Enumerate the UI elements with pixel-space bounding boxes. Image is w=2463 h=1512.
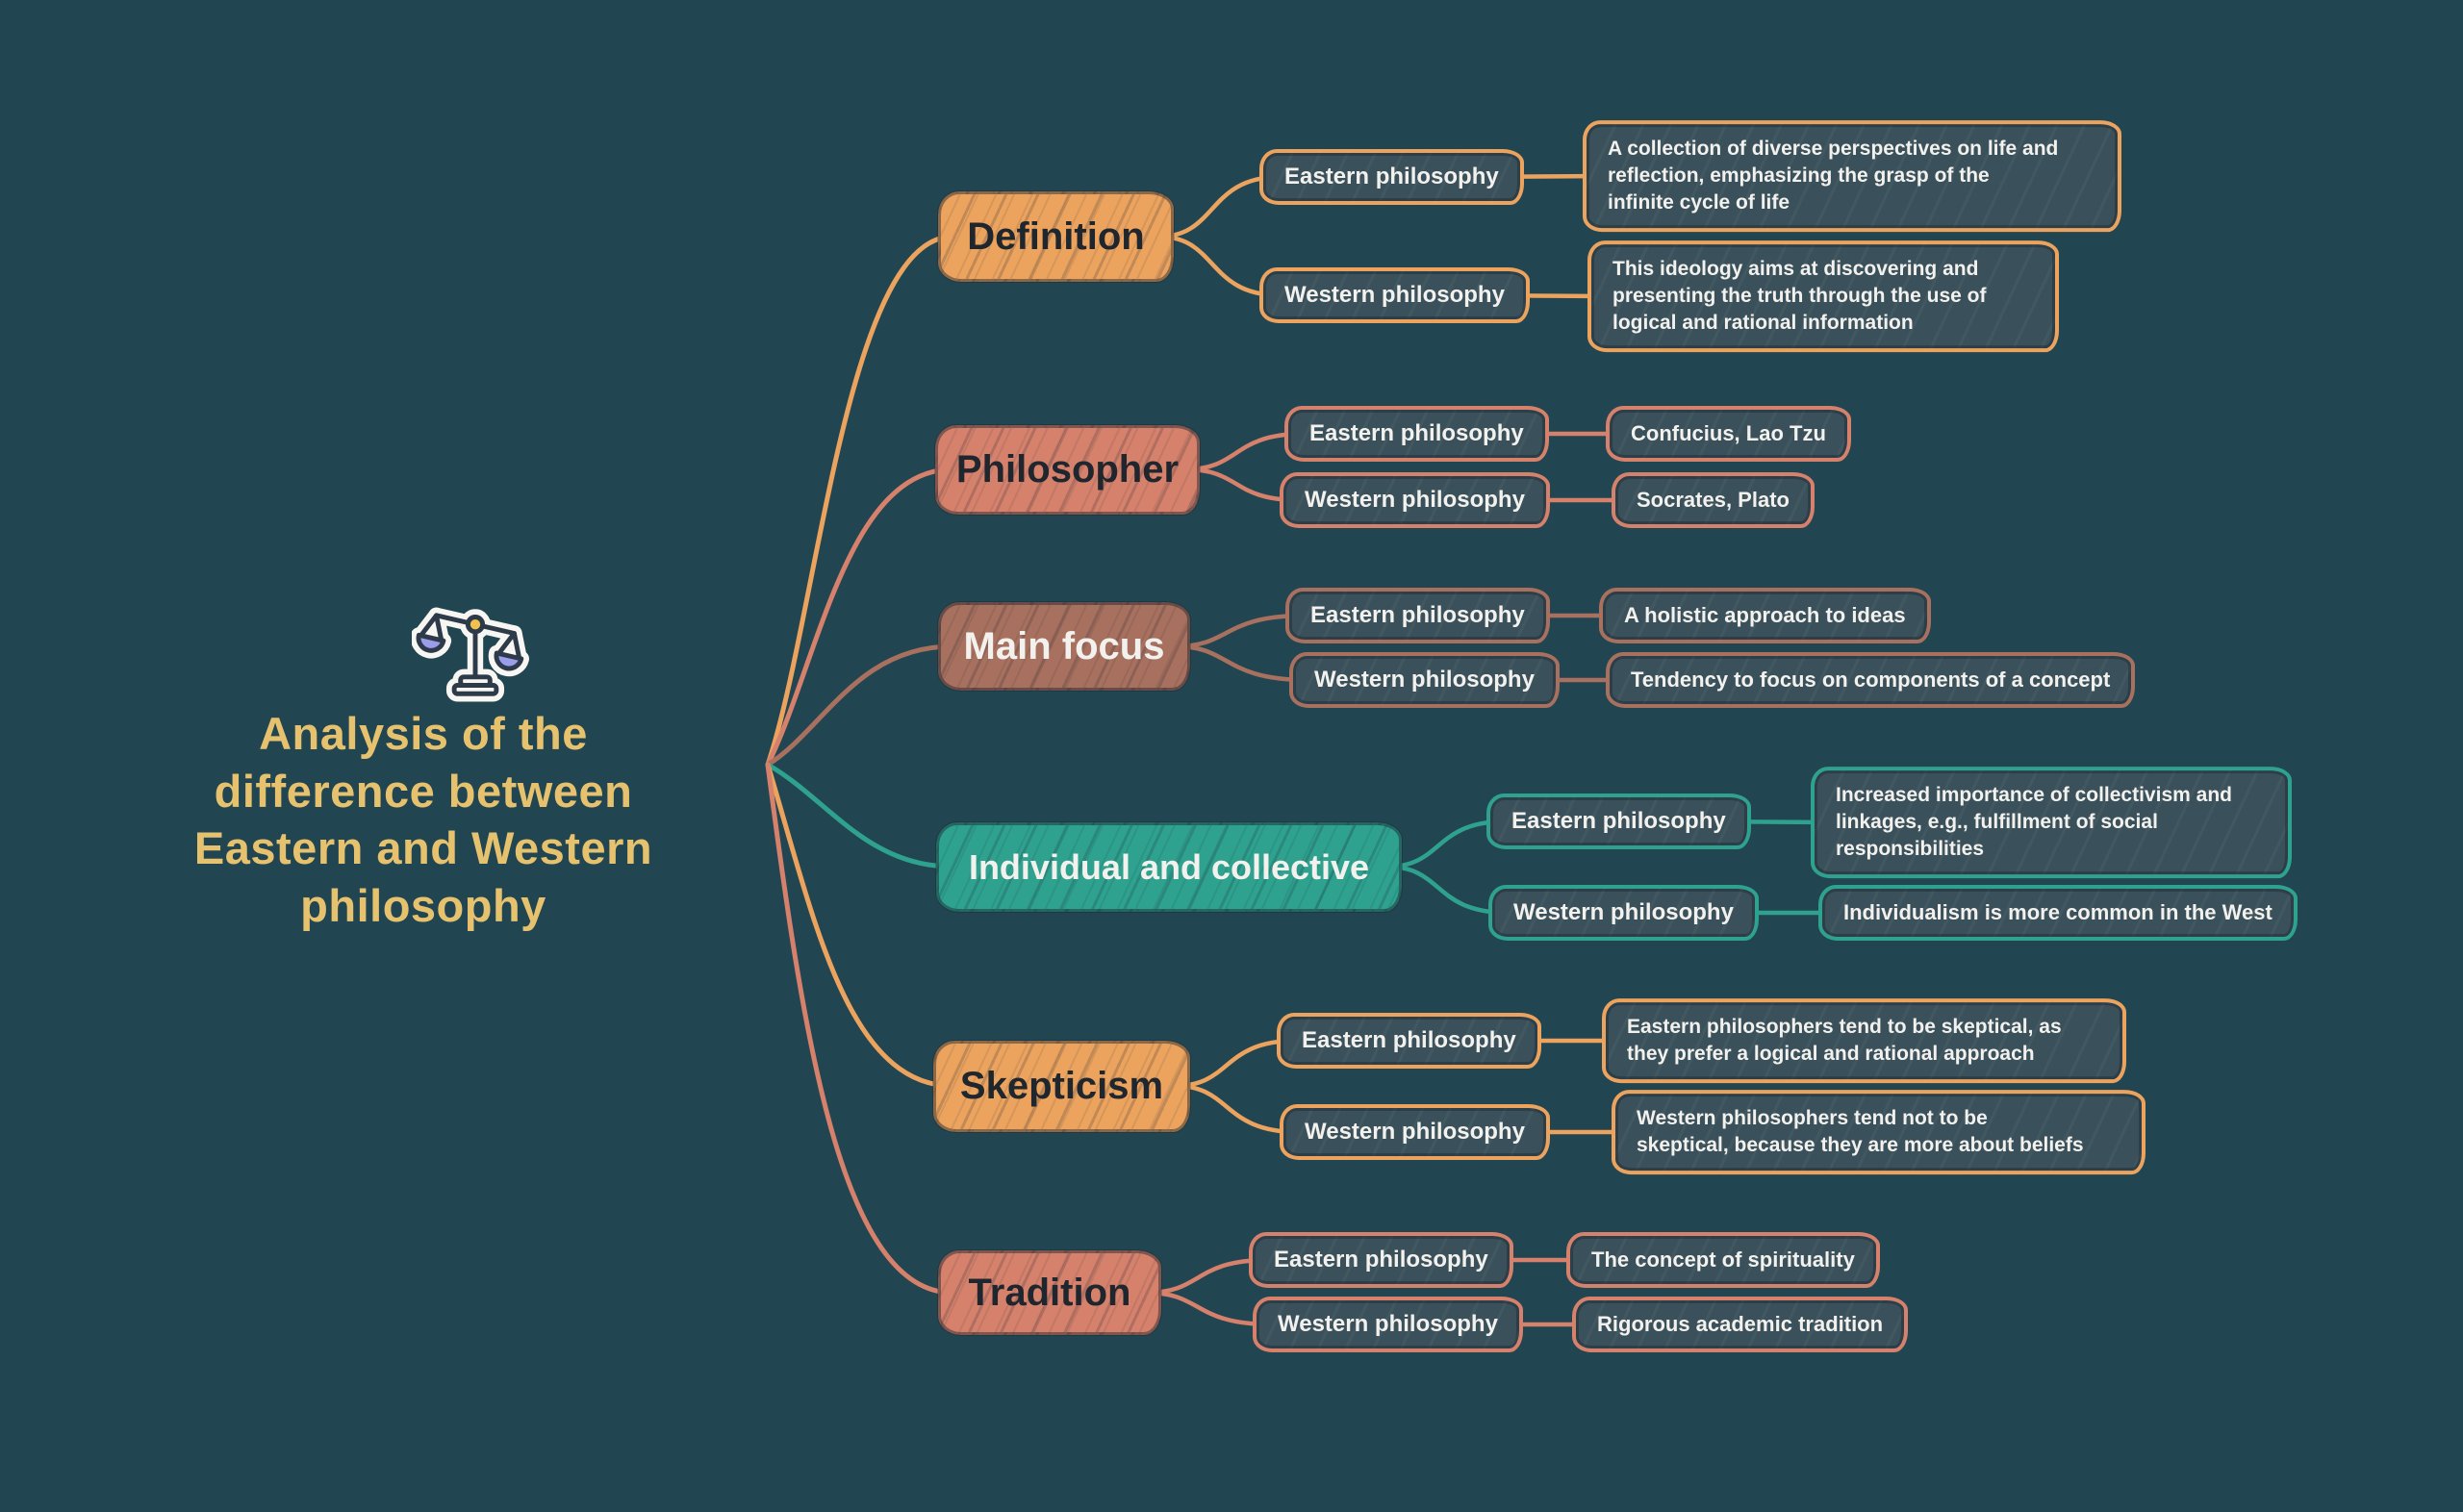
connector-hub-skepticism xyxy=(765,762,955,1089)
detail-philosopher-eastern[interactable]: Confucius, Lao Tzu xyxy=(1606,406,1851,462)
detail-individual-eastern[interactable]: Increased importance of collectivism and… xyxy=(1811,767,2292,878)
detail-definition-eastern[interactable]: A collection of diverse perspectives on … xyxy=(1583,120,2121,232)
central-topic-title[interactable]: Analysis of the difference between Easte… xyxy=(193,708,653,932)
connector-hub-main-focus xyxy=(765,643,955,768)
connector-topic-child xyxy=(1384,864,1511,916)
connector-hub-individual xyxy=(765,762,955,869)
detail-main-focus-eastern[interactable]: A holistic approach to ideas xyxy=(1599,588,1931,643)
detail-skepticism-eastern[interactable]: Eastern philosophers tend to be skeptica… xyxy=(1602,998,2126,1083)
subtopic-main-focus-western[interactable]: Western philosophy xyxy=(1289,652,1560,708)
connector-topic-child xyxy=(1173,1083,1302,1135)
topic-node-main-focus[interactable]: Main focus xyxy=(938,602,1190,691)
subtopic-main-focus-eastern[interactable]: Eastern philosophy xyxy=(1285,588,1550,643)
connector-topic-child xyxy=(1156,234,1282,298)
subtopic-skepticism-western[interactable]: Western philosophy xyxy=(1280,1104,1550,1160)
detail-skepticism-western[interactable]: Western philosophers tend not to be skep… xyxy=(1612,1090,2146,1174)
connector-hub-definition xyxy=(765,234,955,768)
connector-topic-child xyxy=(1173,1038,1299,1089)
connector-topic-child xyxy=(1182,431,1307,472)
subtopic-philosopher-eastern[interactable]: Eastern philosophy xyxy=(1284,406,1549,462)
detail-philosopher-western[interactable]: Socrates, Plato xyxy=(1612,472,1815,528)
detail-definition-western[interactable]: This ideology aims at discovering and pr… xyxy=(1587,240,2059,352)
connector-topic-child xyxy=(1144,1290,1275,1327)
connector-hub-tradition xyxy=(765,762,955,1296)
detail-tradition-western[interactable]: Rigorous academic tradition xyxy=(1572,1297,1909,1352)
subtopic-definition-western[interactable]: Western philosophy xyxy=(1259,267,1530,323)
detail-main-focus-western[interactable]: Tendency to focus on components of a con… xyxy=(1606,652,2136,708)
subtopic-philosopher-western[interactable]: Western philosophy xyxy=(1280,472,1550,528)
balance-scale-icon xyxy=(410,589,539,702)
connector-topic-child xyxy=(1156,174,1282,239)
connector-topic-child xyxy=(1182,466,1302,503)
subtopic-individual-western[interactable]: Western philosophy xyxy=(1488,885,1759,941)
topic-node-skepticism[interactable]: Skepticism xyxy=(933,1041,1190,1132)
subtopic-tradition-western[interactable]: Western philosophy xyxy=(1253,1297,1523,1352)
topic-node-tradition[interactable]: Tradition xyxy=(938,1250,1161,1335)
connector-topic-child xyxy=(1173,643,1311,683)
detail-individual-western[interactable]: Individualism is more common in the West xyxy=(1818,885,2298,941)
detail-tradition-eastern[interactable]: The concept of spirituality xyxy=(1566,1232,1880,1288)
topic-node-definition[interactable]: Definition xyxy=(938,191,1174,282)
connector-topic-child xyxy=(1384,819,1509,869)
subtopic-tradition-eastern[interactable]: Eastern philosophy xyxy=(1249,1232,1513,1288)
subtopic-definition-eastern[interactable]: Eastern philosophy xyxy=(1259,149,1524,205)
subtopic-individual-eastern[interactable]: Eastern philosophy xyxy=(1486,794,1751,849)
subtopic-skepticism-eastern[interactable]: Eastern philosophy xyxy=(1277,1013,1541,1069)
connector-topic-child xyxy=(1144,1257,1271,1296)
topic-node-philosopher[interactable]: Philosopher xyxy=(935,425,1200,515)
connector-topic-child xyxy=(1173,613,1308,649)
connector-hub-philosopher xyxy=(765,466,955,768)
topic-node-individual-and-collective[interactable]: Individual and collective xyxy=(936,822,1402,912)
